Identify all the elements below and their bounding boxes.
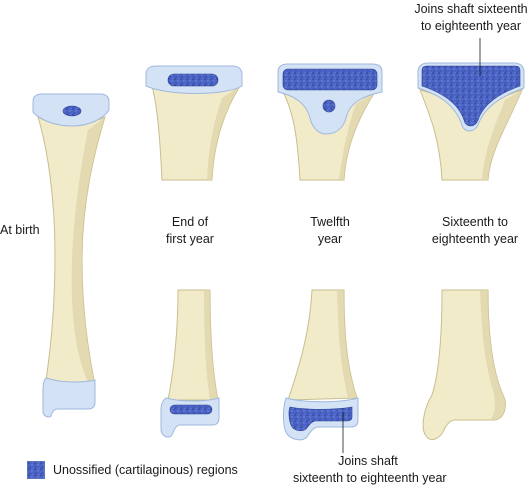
lower-cartilage-at-birth xyxy=(42,377,96,418)
bone-sixteenth-year xyxy=(417,38,525,440)
label-at-birth: At birth xyxy=(0,222,40,239)
legend: Unossified (cartilaginous) regions xyxy=(27,461,238,479)
label-joins-bottom-line2: sixteenth to eighteenth year xyxy=(293,471,447,485)
lower-shaft-shading-sixteenth-year xyxy=(480,290,506,420)
label-sixteenth-year-line2: eighteenth year xyxy=(431,232,519,246)
label-twelfth-year-line2: year xyxy=(317,232,343,246)
label-twelfth-year: Twelfth year xyxy=(300,214,360,248)
lower-epiphysis-ossified-twelfth-year xyxy=(288,406,353,432)
label-joins-top: Joins shaft sixteenth to eighteenth year xyxy=(412,1,530,35)
label-twelfth-year-line1: Twelfth xyxy=(310,215,350,229)
bone-twelfth-year xyxy=(277,63,383,453)
bone-end-first-year xyxy=(145,65,243,438)
label-end-first-year-line2: first year xyxy=(166,232,214,246)
upper-shaft-shading-twelfth-year xyxy=(339,92,375,180)
ossification-center-upper-end-first-year xyxy=(167,73,219,87)
ossification-center-lower-end-first-year xyxy=(169,404,213,415)
upper-shaft-shading-end-first-year xyxy=(207,86,240,180)
label-sixteenth-year-line1: Sixteenth to xyxy=(441,215,508,229)
label-at-birth-text: At birth xyxy=(0,223,40,237)
shaft-upper-shading-sixteenth-year xyxy=(482,90,522,180)
legend-label: Unossified (cartilaginous) regions xyxy=(53,462,238,477)
epiphysis-ossified-twelfth-year xyxy=(282,68,378,91)
label-end-first-year-line1: End of xyxy=(171,215,209,229)
shaft-shading-at-birth xyxy=(71,117,105,385)
ossification-center-at-birth xyxy=(62,105,82,117)
unossified-swatch-icon xyxy=(27,461,45,479)
lower-shaft-shading-twelfth-year xyxy=(337,290,357,398)
lower-shaft-shading-end-first-year xyxy=(204,290,218,400)
label-joins-bottom-line1: Joins shaft xyxy=(338,454,398,468)
shaft-at-birth xyxy=(37,115,106,386)
label-joins-bottom: Joins shaft sixteenth to eighteenth year xyxy=(293,453,447,487)
label-end-first-year: End of first year xyxy=(160,214,220,248)
lower-cartilage-end-first-year xyxy=(160,397,220,438)
epiphysis-ossified-sixteenth-year xyxy=(421,65,521,127)
label-sixteenth-year: Sixteenth to eighteenth year xyxy=(420,214,530,248)
label-joins-top-line2: to eighteenth year xyxy=(420,19,522,33)
label-joins-top-line1: Joins shaft sixteenth xyxy=(414,2,528,16)
bone-at-birth xyxy=(32,93,110,418)
secondary-center-twelfth-year xyxy=(322,99,336,113)
